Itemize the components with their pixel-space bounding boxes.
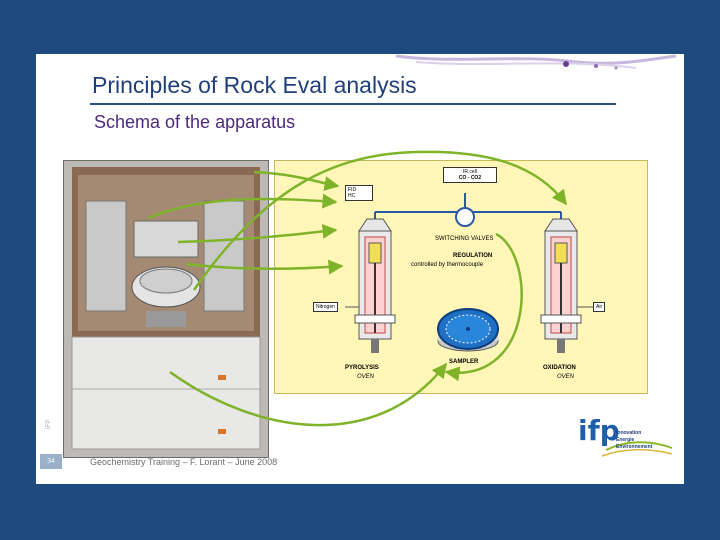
ifp-logo-mark: ifp — [576, 410, 676, 462]
svg-text:ifp: ifp — [578, 414, 620, 447]
ifp-logo: ifp Innovation Energie Environnement — [576, 410, 676, 462]
logo-tagline-2: Energie — [616, 437, 634, 443]
slide-footer: Geochemistry Training – F. Lorant – June… — [90, 457, 277, 467]
side-label: IFP — [46, 420, 52, 429]
logo-tagline-3: Environnement — [616, 444, 652, 450]
logo-tagline-1: Innovation — [616, 430, 641, 436]
slide-number: 34 — [40, 454, 62, 469]
slide: Principles of Rock Eval analysis Schema … — [36, 54, 684, 484]
